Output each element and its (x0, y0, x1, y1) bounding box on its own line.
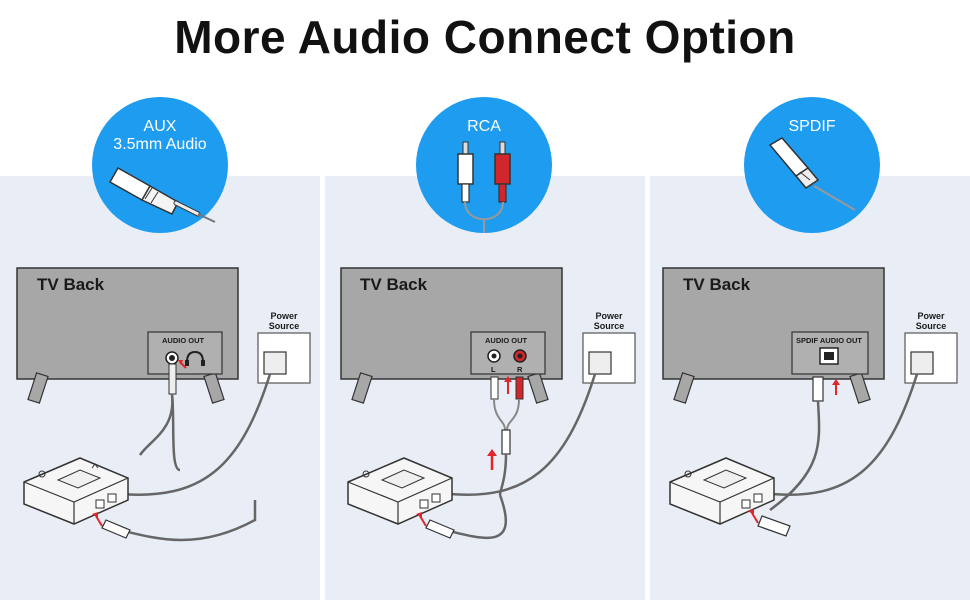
audio-out-port-rca (470, 331, 546, 375)
panel-spdif (650, 176, 970, 600)
audio-out-label-aux: AUDIO OUT (162, 336, 205, 345)
headphone-icon (186, 350, 204, 363)
transmitter-box-rca (347, 457, 453, 525)
spdif-icon-circle (744, 97, 880, 233)
aux-sublabel: 3.5mm Audio (113, 136, 207, 153)
spdif-audio-out-label: SPDIF AUDIO OUT (796, 336, 862, 345)
aux-plug-icon (108, 166, 216, 223)
spdif-plug-icon (768, 137, 856, 211)
rca-icon-circle (416, 97, 552, 233)
tv-back-label-spdif: TV Back (683, 275, 751, 294)
audio-out-label-rca: AUDIO OUT (485, 336, 528, 345)
transmitter-box-aux (23, 457, 129, 525)
rca-port-l: L (491, 365, 496, 374)
rca-panel-graphics (340, 97, 636, 540)
tv-back-label-rca: TV Back (360, 275, 428, 294)
transmitter-box-spdif (669, 457, 775, 525)
rca-label: RCA (467, 118, 501, 135)
aux-icon-circle (92, 97, 228, 233)
aux-panel-graphics (16, 97, 311, 542)
spdif-label: SPDIF (788, 118, 836, 135)
rca-plug-icon (457, 141, 511, 233)
page-title: More Audio Connect Option (174, 11, 796, 63)
aux-label: AUX (143, 118, 177, 135)
spdif-panel-graphics (662, 97, 958, 537)
tv-back-label-aux: TV Back (37, 275, 105, 294)
rca-port-r: R (517, 365, 523, 374)
